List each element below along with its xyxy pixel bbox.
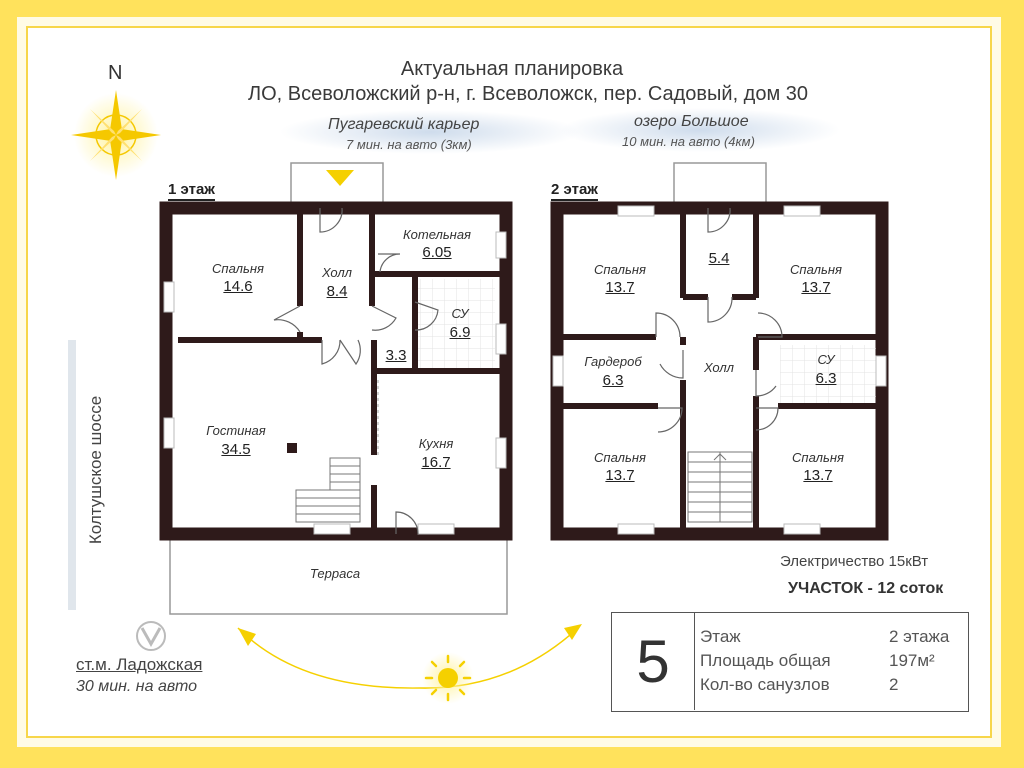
floor2-plan: [550, 162, 889, 541]
electricity-info: Электричество 15кВт: [780, 553, 929, 570]
landmark-name-quarry: Пугаревский карьер: [328, 116, 480, 133]
landmark-time-quarry: 7 мин. на авто (3км): [346, 137, 472, 152]
compass-rose-icon: [71, 90, 161, 180]
f1-corridor-area: 3.3: [385, 347, 407, 364]
sun-arrow-left-icon: [238, 628, 256, 646]
page-title: Актуальная планировка: [400, 58, 624, 80]
f2-bedroom-bl-area: 13.7: [605, 467, 635, 484]
landmark-name-lake: озеро Большое: [634, 113, 749, 130]
sun-path: [237, 624, 582, 704]
f1-bedroom-name: Спальня: [212, 261, 264, 276]
f2-bedroom-tl-name: Спальня: [594, 262, 646, 277]
info-floors-label: Этаж: [700, 627, 741, 646]
f2-bedroom-bl-name: Спальня: [594, 450, 646, 465]
f2-bedroom-br-name: Спальня: [792, 450, 844, 465]
floor2-label: 2 этаж: [551, 181, 598, 201]
entrance-arrow-icon: [326, 170, 354, 186]
f1-bedroom-area: 14.6: [223, 278, 253, 295]
f1-terrace-name: Терраса: [309, 566, 361, 581]
f1-kitchen-name: Кухня: [418, 436, 454, 451]
f1-living-name: Гостиная: [206, 423, 266, 438]
f1-boiler-name: Котельная: [402, 227, 471, 242]
property-info-box: 5 Этаж 2 этажа Площадь общая 197м² Кол-в…: [611, 612, 969, 712]
f2-bedroom-tr-area: 13.7: [801, 279, 831, 296]
f2-bedroom-br-area: 13.7: [803, 467, 833, 484]
floor1-plan: [159, 162, 513, 615]
info-floors-value: 2 этажа: [889, 627, 950, 646]
landmark-haze-left: [280, 110, 580, 154]
listing-number: 5: [612, 613, 695, 710]
road-label: Колтушское шоссе: [86, 395, 105, 545]
f1-boiler-area: 6.05: [422, 244, 452, 261]
info-bathrooms-label: Кол-во санузлов: [700, 675, 830, 694]
floor1-label: 1 этаж: [168, 181, 215, 201]
address-line: ЛО, Всеволожский р-н, г. Всеволожск, пер…: [247, 83, 809, 105]
f1-bath-name: СУ: [451, 306, 469, 321]
terrace-area: [169, 532, 508, 615]
f1-living-area: 34.5: [221, 441, 251, 458]
metro-logo-icon: [136, 621, 166, 651]
f2-small-room-area: 5.4: [708, 250, 730, 267]
landmark-haze-right: [560, 108, 840, 152]
f1-hall-area: 8.4: [326, 283, 348, 300]
f1-kitchen-area: 16.7: [421, 454, 451, 471]
sun-icon: [422, 652, 474, 704]
north-label: N: [108, 62, 123, 84]
metro-time: 30 мин. на авто: [76, 678, 198, 695]
f2-bath-name: СУ: [817, 352, 835, 367]
f2-bedroom-tr-name: Спальня: [790, 262, 842, 277]
info-bathrooms-value: 2: [889, 675, 899, 694]
f2-bedroom-tl-area: 13.7: [605, 279, 635, 296]
f2-wardrobe-area: 6.3: [602, 372, 624, 389]
f1-hall-name: Холл: [322, 265, 352, 280]
info-area-value: 197м²: [889, 651, 935, 670]
metro-station: ст.м. Ладожская: [76, 655, 203, 674]
f2-bath-area: 6.3: [815, 370, 837, 387]
landmark-time-lake: 10 мин. на авто (4км): [622, 134, 755, 149]
sun-arrow-right-icon: [564, 624, 582, 640]
f2-hall-name: Холл: [704, 360, 734, 375]
f1-bath-area: 6.9: [449, 324, 471, 341]
info-area-label: Площадь общая: [700, 651, 831, 670]
f2-wardrobe-name: Гардероб: [584, 354, 642, 369]
chimney-marker: [287, 443, 297, 453]
plot-size: УЧАСТОК - 12 соток: [788, 580, 944, 597]
